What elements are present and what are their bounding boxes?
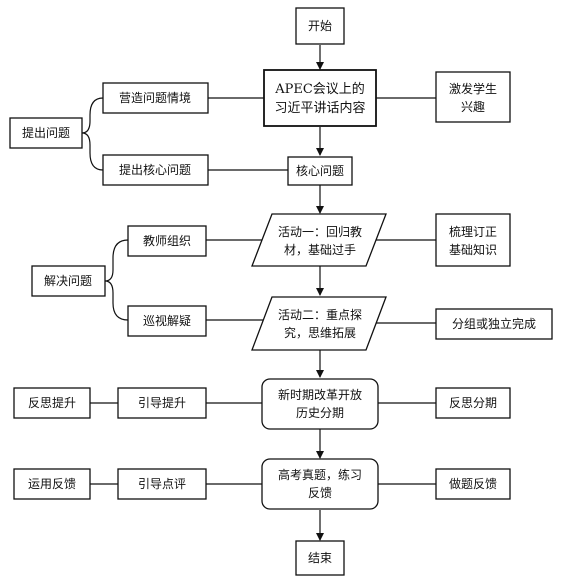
reflect-period-text: 反思分期	[449, 396, 497, 410]
raise-core-node: 提出核心问题	[102, 154, 209, 186]
reflect-improve-node: 反思提升	[13, 387, 91, 419]
practice-node: 做题反馈	[435, 468, 511, 500]
history-line-2: 历史分期	[296, 406, 344, 420]
organize-node: 教师组织	[127, 225, 207, 257]
brace-raise	[81, 97, 104, 171]
guide-comment-text: 引导点评	[138, 477, 186, 491]
start-text: 开始	[308, 19, 332, 33]
end-node: 结束	[295, 540, 345, 576]
activity2-node: 活动二：重点探 究，思维拓展	[251, 296, 387, 351]
history-node: 新时期改革开放 历史分期	[261, 378, 379, 430]
brace-solve	[104, 239, 129, 321]
interest-line-2: 兴趣	[461, 99, 485, 114]
activity1-line-2: 材，基础过手	[284, 243, 356, 257]
situation-text: 营造问题情境	[119, 90, 191, 105]
review-line-1: 梳理订正	[449, 224, 497, 239]
patrol-node: 巡视解疑	[127, 305, 207, 337]
review-node: 梳理订正 基础知识	[435, 213, 511, 267]
apec-node: APEC会议上的 习近平讲话内容	[263, 69, 377, 127]
core-node: 核心问题	[287, 156, 353, 186]
apec-line-2: 习近平讲话内容	[274, 100, 365, 116]
review-line-2: 基础知识	[449, 243, 497, 257]
reflect-period-node: 反思分期	[435, 387, 511, 419]
solve-text: 解决问题	[44, 274, 92, 288]
history-line-1: 新时期改革开放	[278, 387, 362, 402]
raise-node: 提出问题	[9, 117, 83, 149]
organize-text: 教师组织	[143, 233, 191, 248]
apply-feedback-text: 运用反馈	[28, 477, 76, 491]
group-text: 分组或独立完成	[452, 316, 536, 331]
guide-comment-node: 引导点评	[117, 468, 207, 500]
apply-feedback-node: 运用反馈	[13, 468, 91, 500]
interest-line-1: 激发学生	[449, 81, 497, 96]
end-text: 结束	[308, 551, 332, 565]
exam-line-2: 反馈	[308, 486, 332, 500]
practice-text: 做题反馈	[449, 476, 497, 491]
apec-line-1: APEC会议上的	[274, 81, 365, 97]
reflect-improve-text: 反思提升	[28, 395, 76, 410]
situation-node: 营造问题情境	[102, 82, 209, 114]
exam-line-1: 高考真题，练习	[278, 467, 362, 482]
solve-node: 解决问题	[31, 265, 106, 297]
guide-improve-node: 引导提升	[117, 387, 207, 419]
connectors	[81, 45, 436, 541]
core-text: 核心问题	[296, 164, 344, 178]
raise-text: 提出问题	[22, 125, 70, 140]
guide-improve-text: 引导提升	[138, 395, 186, 410]
group-node: 分组或独立完成	[435, 308, 553, 340]
activity2-line-1: 活动二：重点探	[278, 308, 362, 322]
activity2-line-2: 究，思维拓展	[284, 325, 356, 340]
patrol-text: 巡视解疑	[143, 313, 191, 328]
activity1-node: 活动一：回归教 材，基础过手	[251, 213, 387, 267]
start-node: 开始	[295, 7, 345, 45]
interest-node: 激发学生 兴趣	[435, 71, 511, 123]
activity1-line-1: 活动一：回归教	[278, 224, 362, 239]
exam-node: 高考真题，练习 反馈	[261, 458, 379, 510]
raise-core-text: 提出核心问题	[119, 162, 191, 177]
